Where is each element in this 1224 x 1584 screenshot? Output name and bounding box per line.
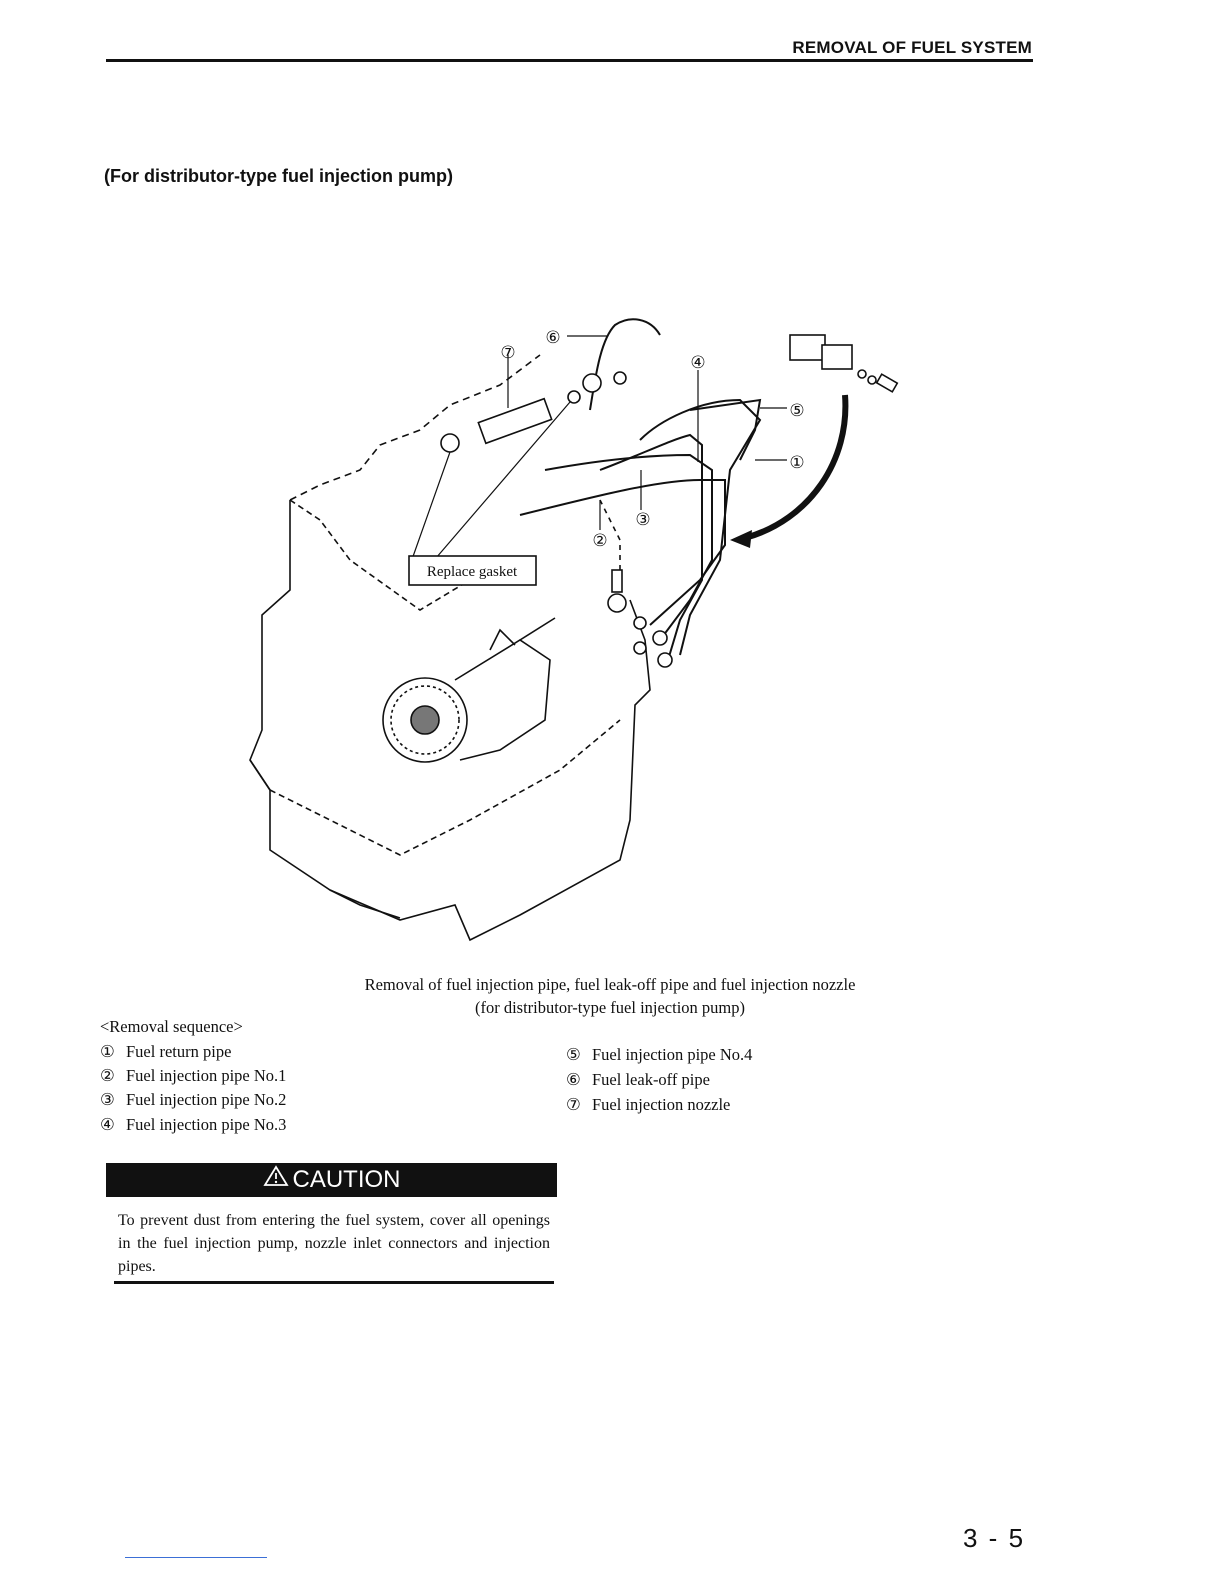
callout-label: Replace gasket [427,564,518,580]
caution-banner: CAUTION [106,1163,557,1197]
caution-rule [114,1281,554,1284]
sequence-heading: <Removal sequence> [100,1017,243,1036]
replace-gasket-callout [408,555,537,586]
clamp-part [789,334,826,361]
marker-6: ⑥ [545,328,560,348]
page-number: 3 - 5 [963,1523,1026,1553]
header-rule [106,59,1033,62]
engine-diagram: ⑦ ⑥ ④ ⑤ ① ③ ② Replace gasket [249,318,899,942]
marker-7: ⑦ [500,343,515,363]
figure-caption-line2: (for distributor-type fuel injection pum… [474,998,746,1017]
warning-triangle-icon [262,1163,289,1197]
injection-nozzle [477,397,553,445]
engine-block-outline [249,500,651,942]
marker-4: ④ [690,353,705,373]
direction-arrow [744,394,849,541]
caution-label: CAUTION [292,1166,401,1193]
pump-gear [382,677,468,763]
figure-caption-line1: Removal of fuel injection pipe, fuel lea… [364,975,856,994]
footer-line [125,1557,267,1558]
caution-text: To prevent dust from entering the fuel s… [118,1212,550,1275]
marker-1: ① [789,453,804,473]
subtitle: (For distributor-type fuel injection pum… [104,166,453,186]
marker-5: ⑤ [789,401,804,421]
marker-3: ③ [635,510,650,530]
section-title: REMOVAL OF FUEL SYSTEM [792,38,1032,57]
marker-2: ② [592,531,607,551]
